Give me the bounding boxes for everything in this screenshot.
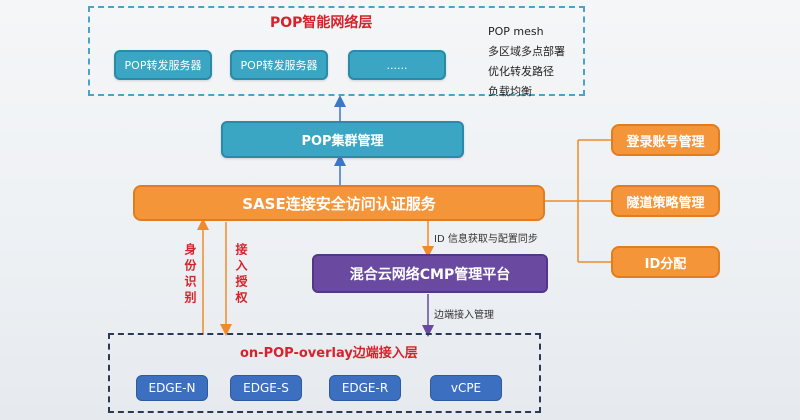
pop-layer-title: POP智能网络层 (270, 15, 373, 31)
pop-server-1[interactable]: POP转发服务器 (114, 50, 212, 80)
service-tunnel-policy[interactable]: 隧道策略管理 (611, 185, 720, 217)
pop-cluster-box[interactable]: POP集群管理 (221, 121, 464, 158)
edge-access-label: 边端接入管理 (434, 310, 494, 321)
service-id-assign[interactable]: ID分配 (611, 246, 720, 278)
sase-service-box[interactable]: SASE连接安全访问认证服务 (133, 185, 545, 221)
pop-feature: POP mesh (488, 25, 544, 38)
pop-layer-container: POP智能网络层 POP转发服务器 POP转发服务器 ...... POP me… (88, 6, 585, 98)
pop-feature: 负载均衡 (488, 85, 532, 98)
access-auth-label: 接入授权 (234, 243, 248, 307)
edge-layer-container: on-POP-overlay边端接入层 EDGE-N EDGE-S EDGE-R… (108, 333, 541, 413)
pop-server-more[interactable]: ...... (348, 50, 446, 80)
cmp-platform-box[interactable]: 混合云网络CMP管理平台 (312, 254, 548, 293)
service-login-account[interactable]: 登录账号管理 (611, 124, 720, 156)
identity-label: 身份识别 (183, 243, 197, 307)
edge-layer-title: on-POP-overlay边端接入层 (240, 346, 418, 361)
pop-feature: 多区域多点部署 (488, 45, 565, 58)
id-sync-label: ID 信息获取与配置同步 (434, 234, 538, 245)
edge-node-s[interactable]: EDGE-S (230, 375, 302, 401)
pop-feature-list: POP mesh 多区域多点部署 优化转发路径 负载均衡 (488, 22, 565, 102)
pop-feature: 优化转发路径 (488, 65, 554, 78)
edge-node-vcpe[interactable]: vCPE (430, 375, 502, 401)
edge-node-n[interactable]: EDGE-N (136, 375, 208, 401)
edge-node-r[interactable]: EDGE-R (329, 375, 401, 401)
pop-server-2[interactable]: POP转发服务器 (230, 50, 328, 80)
